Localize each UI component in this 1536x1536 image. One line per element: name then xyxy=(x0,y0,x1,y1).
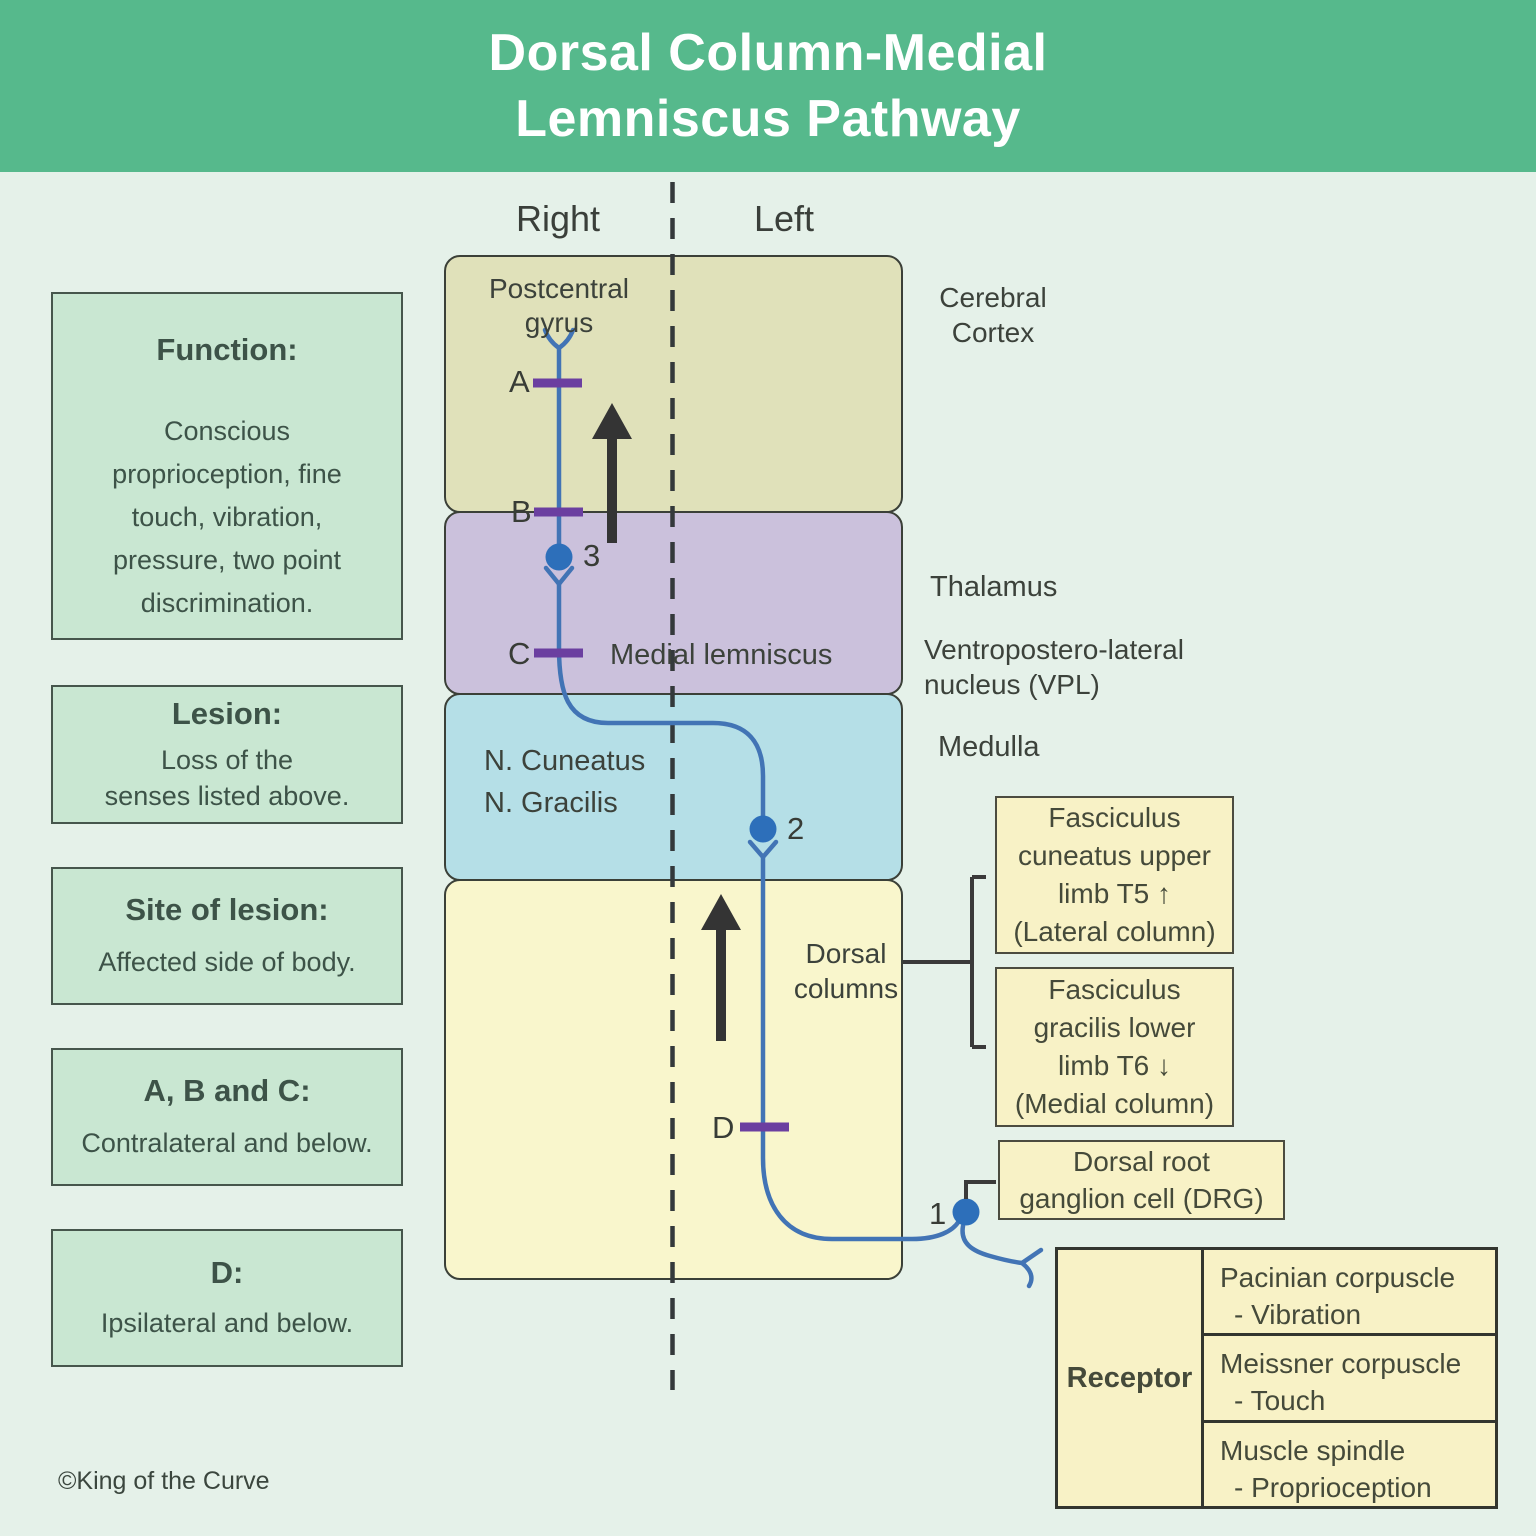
info-box-heading: Lesion: xyxy=(171,695,283,731)
info-box-lesion: Lesion: Loss of the senses listed above. xyxy=(51,685,403,824)
info-box-heading: Function: xyxy=(156,332,298,367)
page-title: Dorsal Column-Medial Lemniscus Pathway xyxy=(0,0,1536,152)
connector-node1-drg xyxy=(964,1180,996,1199)
info-box-d-lesion: D: Ipsilateral and below. xyxy=(51,1229,403,1367)
label-dorsal-columns: Dorsal columns xyxy=(793,938,899,1004)
annotation-cerebral-cortex: Cerebral Cortex xyxy=(939,282,1047,348)
receptor-modality: - Vibration xyxy=(1234,1299,1362,1330)
copyright-text: ©King of the Curve xyxy=(58,1467,270,1495)
receptor-name: Meissner corpuscle xyxy=(1220,1348,1462,1380)
info-box-site-of-lesion: Site of lesion: Affected side of body. xyxy=(51,867,403,1005)
node-number-2: 2 xyxy=(787,811,805,846)
bracket-dorsal-columns xyxy=(903,875,986,1049)
info-box-body: Conscious proprioception, fine touch, vi… xyxy=(112,416,342,618)
receptor-row-pacinian: Pacinian corpuscle - Vibration xyxy=(1204,1250,1495,1337)
column-label-left: Left xyxy=(753,198,815,239)
info-box-heading: Site of lesion: xyxy=(125,892,329,927)
info-box-body: Affected side of body. xyxy=(98,947,356,977)
receptor-row-meissner: Meissner corpuscle - Touch xyxy=(1204,1336,1495,1423)
info-box-body: Ipsilateral and below. xyxy=(100,1308,354,1338)
info-box-abc-lesions: A, B and C: Contralateral and below. xyxy=(51,1048,403,1186)
info-box-heading: D: xyxy=(210,1255,244,1290)
callout-fasciculus-cuneatus: Fasciculus cuneatus upper limb T5 ↑ (Lat… xyxy=(995,796,1234,954)
axon-peripheral-process xyxy=(960,1223,1025,1266)
annotation-thalamus: Thalamus xyxy=(930,571,1058,603)
annotation-medulla: Medulla xyxy=(938,731,1040,763)
receptor-table-header: Receptor xyxy=(1058,1250,1204,1506)
receptor-row-muscle-spindle: Muscle spindle - Proprioception xyxy=(1204,1423,1495,1506)
label-nucleus-gracilis: N. Gracilis xyxy=(484,787,618,819)
label-postcentral-gyrus: Postcentral gyrus xyxy=(488,273,630,338)
lesion-letter-d: D xyxy=(712,1110,735,1145)
receptor-modality: - Proprioception xyxy=(1234,1471,1432,1503)
receptor-name: Muscle spindle xyxy=(1220,1434,1406,1466)
info-box-body: Contralateral and below. xyxy=(81,1128,373,1158)
receptor-modality: - Touch xyxy=(1234,1385,1326,1417)
page-title-line2: Lemniscus Pathway xyxy=(515,90,1021,148)
receptor-ending-fork xyxy=(1019,1247,1044,1289)
lesion-letter-b: B xyxy=(511,494,532,529)
info-box-function: Function: Conscious proprioception, fine… xyxy=(51,292,403,640)
lesion-letter-c: C xyxy=(508,636,531,671)
info-box-heading: A, B and C: xyxy=(143,1073,311,1108)
receptor-name: Pacinian corpuscle xyxy=(1220,1262,1456,1293)
label-nucleus-cuneatus: N. Cuneatus xyxy=(484,745,646,777)
node-number-3: 3 xyxy=(583,538,601,573)
annotation-vpl-nucleus: Ventropostero-lateral nucleus (VPL) xyxy=(924,634,1184,700)
header-band: Dorsal Column-Medial Lemniscus Pathway xyxy=(0,0,1536,172)
info-box-body: Loss of the senses listed above. xyxy=(104,744,350,811)
callout-fasciculus-gracilis: Fasciculus gracilis lower limb T6 ↓ (Med… xyxy=(995,967,1234,1127)
callout-dorsal-root-ganglion: Dorsal root ganglion cell (DRG) xyxy=(998,1140,1285,1220)
page-title-line1: Dorsal Column-Medial xyxy=(488,24,1048,82)
lesion-letter-a: A xyxy=(509,364,530,399)
node-number-1: 1 xyxy=(929,1196,947,1231)
label-medial-lemniscus: Medial lemniscus xyxy=(610,639,833,671)
receptor-table: Receptor Pacinian corpuscle - Vibration … xyxy=(1055,1247,1498,1509)
column-label-right: Right xyxy=(515,198,601,239)
node-1-drg-neuron xyxy=(952,1198,980,1226)
